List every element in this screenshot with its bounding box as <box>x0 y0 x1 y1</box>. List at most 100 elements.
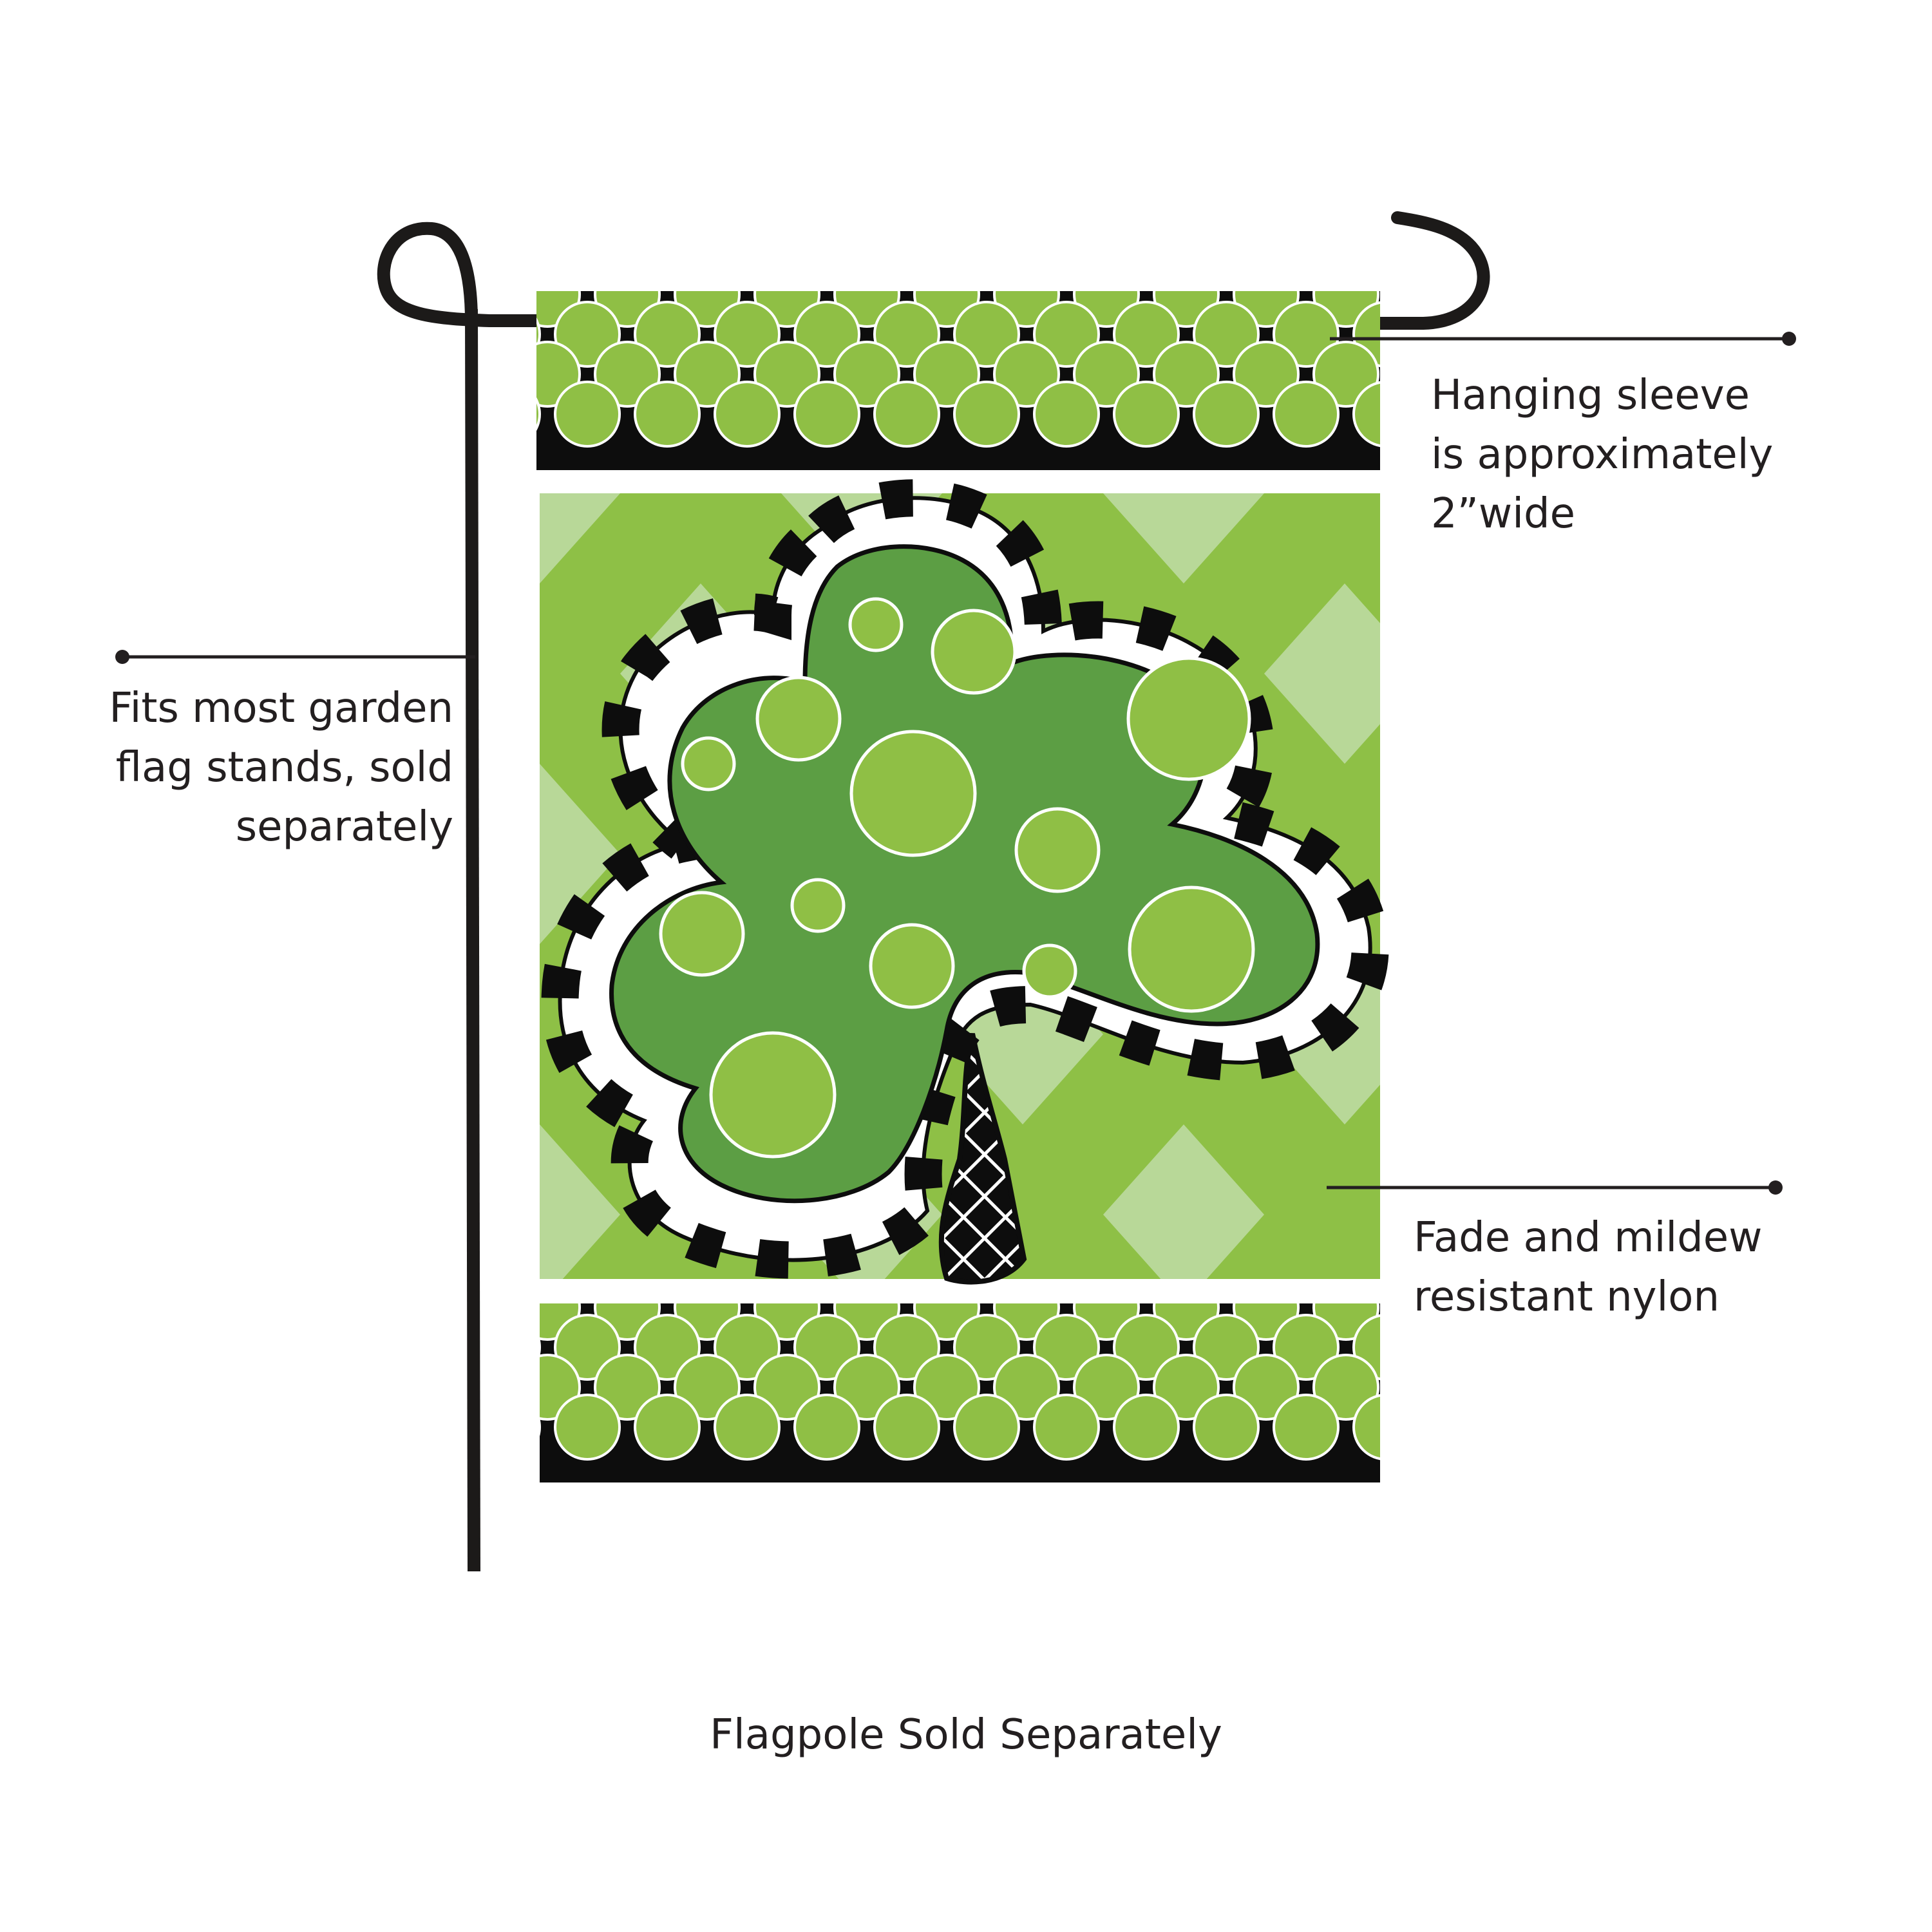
polka-dot <box>793 301 860 368</box>
nylon-leader-dot <box>1768 1180 1783 1195</box>
polka-dot <box>674 341 741 408</box>
garden-flag <box>298 222 1498 1485</box>
polka-dot <box>875 222 939 287</box>
polka-dot <box>714 1394 781 1461</box>
polka-dot <box>793 1314 860 1381</box>
polka-dot <box>873 1394 940 1461</box>
polka-dot <box>634 1314 701 1381</box>
harlequin-diamond <box>1103 493 1264 583</box>
polka-dot <box>953 1394 1020 1461</box>
harlequin-diamond <box>540 764 620 944</box>
polka-dot <box>714 381 781 448</box>
polka-dot <box>1113 1314 1180 1381</box>
nylon-callout-line: resistant nylon <box>1414 1273 1719 1321</box>
stand-callout: Fits most garden flag stands, sold separ… <box>109 679 453 857</box>
polka-dot <box>873 301 940 368</box>
polka-dot <box>993 341 1060 408</box>
polka-dot <box>913 341 980 408</box>
polka-dot <box>913 1354 980 1421</box>
harlequin-diamond <box>1264 583 1380 764</box>
shamrock-dot <box>848 597 904 652</box>
polka-dot <box>1113 301 1180 368</box>
polka-dot <box>1193 1314 1260 1381</box>
polka-dot <box>793 381 860 448</box>
polka-dot <box>793 1394 860 1461</box>
shamrock-dot <box>931 609 1017 695</box>
polka-dot <box>674 1354 741 1421</box>
polka-dot <box>1193 301 1260 368</box>
flag-stand-pole <box>377 211 1490 1572</box>
polka-dot <box>1394 1355 1458 1419</box>
polka-dot <box>1033 1394 1100 1461</box>
polka-dot <box>1073 341 1140 408</box>
polka-dot <box>833 341 900 408</box>
shamrock-dot <box>681 736 736 791</box>
shamrock-dot <box>1014 807 1101 893</box>
stand-callout-line: separately <box>235 803 453 851</box>
polka-dot <box>953 301 1020 368</box>
polka-dot <box>475 1235 540 1300</box>
harlequin-diamond <box>1103 1124 1264 1279</box>
polka-dot <box>714 1314 781 1381</box>
polka-dot <box>1273 1314 1340 1381</box>
polka-dot <box>1113 1394 1180 1461</box>
polka-dot <box>1233 341 1300 408</box>
top-polka-dot-band <box>536 222 1418 470</box>
polka-dot <box>833 1354 900 1421</box>
polka-dot <box>795 222 859 287</box>
polka-dot <box>1273 381 1340 448</box>
shamrock-icon <box>541 479 1389 1285</box>
polka-dot <box>1273 1394 1340 1461</box>
polka-dot <box>1114 222 1179 287</box>
callout-leaders <box>115 332 1796 1195</box>
polka-dot <box>554 1394 621 1461</box>
polka-dot <box>753 341 820 408</box>
polka-dot <box>536 397 541 431</box>
polka-dot <box>554 1314 621 1381</box>
polka-dot <box>634 1394 701 1461</box>
polka-dot <box>1193 381 1260 448</box>
polka-dot <box>594 1354 661 1421</box>
polka-dot <box>1153 1354 1220 1421</box>
nylon-callout: Fade and mildew resistant nylon <box>1414 1208 1763 1327</box>
stand-leader-dot <box>115 650 129 664</box>
polka-dot <box>953 1314 1020 1381</box>
sleeve-callout-line: is approximately <box>1431 431 1774 478</box>
polka-dot <box>1033 1314 1100 1381</box>
polka-dot <box>1194 222 1258 287</box>
polka-dot <box>1113 381 1180 448</box>
polka-dot <box>635 222 699 287</box>
polka-dot <box>1354 222 1418 287</box>
harlequin-diamond <box>298 944 459 1124</box>
polka-dot <box>554 381 621 448</box>
polka-dot <box>1273 301 1340 368</box>
bottom-polka-dot-band <box>475 1235 1498 1482</box>
shamrock-dot <box>1128 886 1255 1013</box>
polka-dot <box>1033 381 1100 448</box>
sleeve-callout-line: 2”wide <box>1431 490 1575 538</box>
polka-dot <box>1073 1354 1140 1421</box>
shamrock-dot <box>790 878 846 933</box>
harlequin-diamond <box>298 1305 459 1485</box>
shamrock-dot <box>709 1031 837 1159</box>
shamrock-dot <box>1126 656 1251 781</box>
sleeve-leader-dot <box>1782 332 1796 346</box>
polka-dot <box>873 1314 940 1381</box>
harlequin-diamond <box>540 1124 620 1279</box>
polka-dot <box>953 381 1020 448</box>
polka-dot <box>714 301 781 368</box>
sleeve-callout: Hanging sleeve is approximately 2”wide <box>1431 366 1773 544</box>
polka-dot <box>1033 301 1100 368</box>
polka-dot <box>873 381 940 448</box>
polka-dot <box>1312 341 1379 408</box>
shamrock-dot <box>869 923 955 1009</box>
polka-dot <box>1312 1354 1379 1421</box>
nylon-callout-line: Fade and mildew <box>1414 1214 1763 1262</box>
polka-dot <box>536 317 541 352</box>
stand-callout-line: Fits most garden <box>109 685 453 732</box>
polka-dot <box>993 1354 1060 1421</box>
polka-dot <box>954 222 1019 287</box>
polka-dot <box>1434 1395 1498 1459</box>
polka-dot <box>540 1417 541 1437</box>
